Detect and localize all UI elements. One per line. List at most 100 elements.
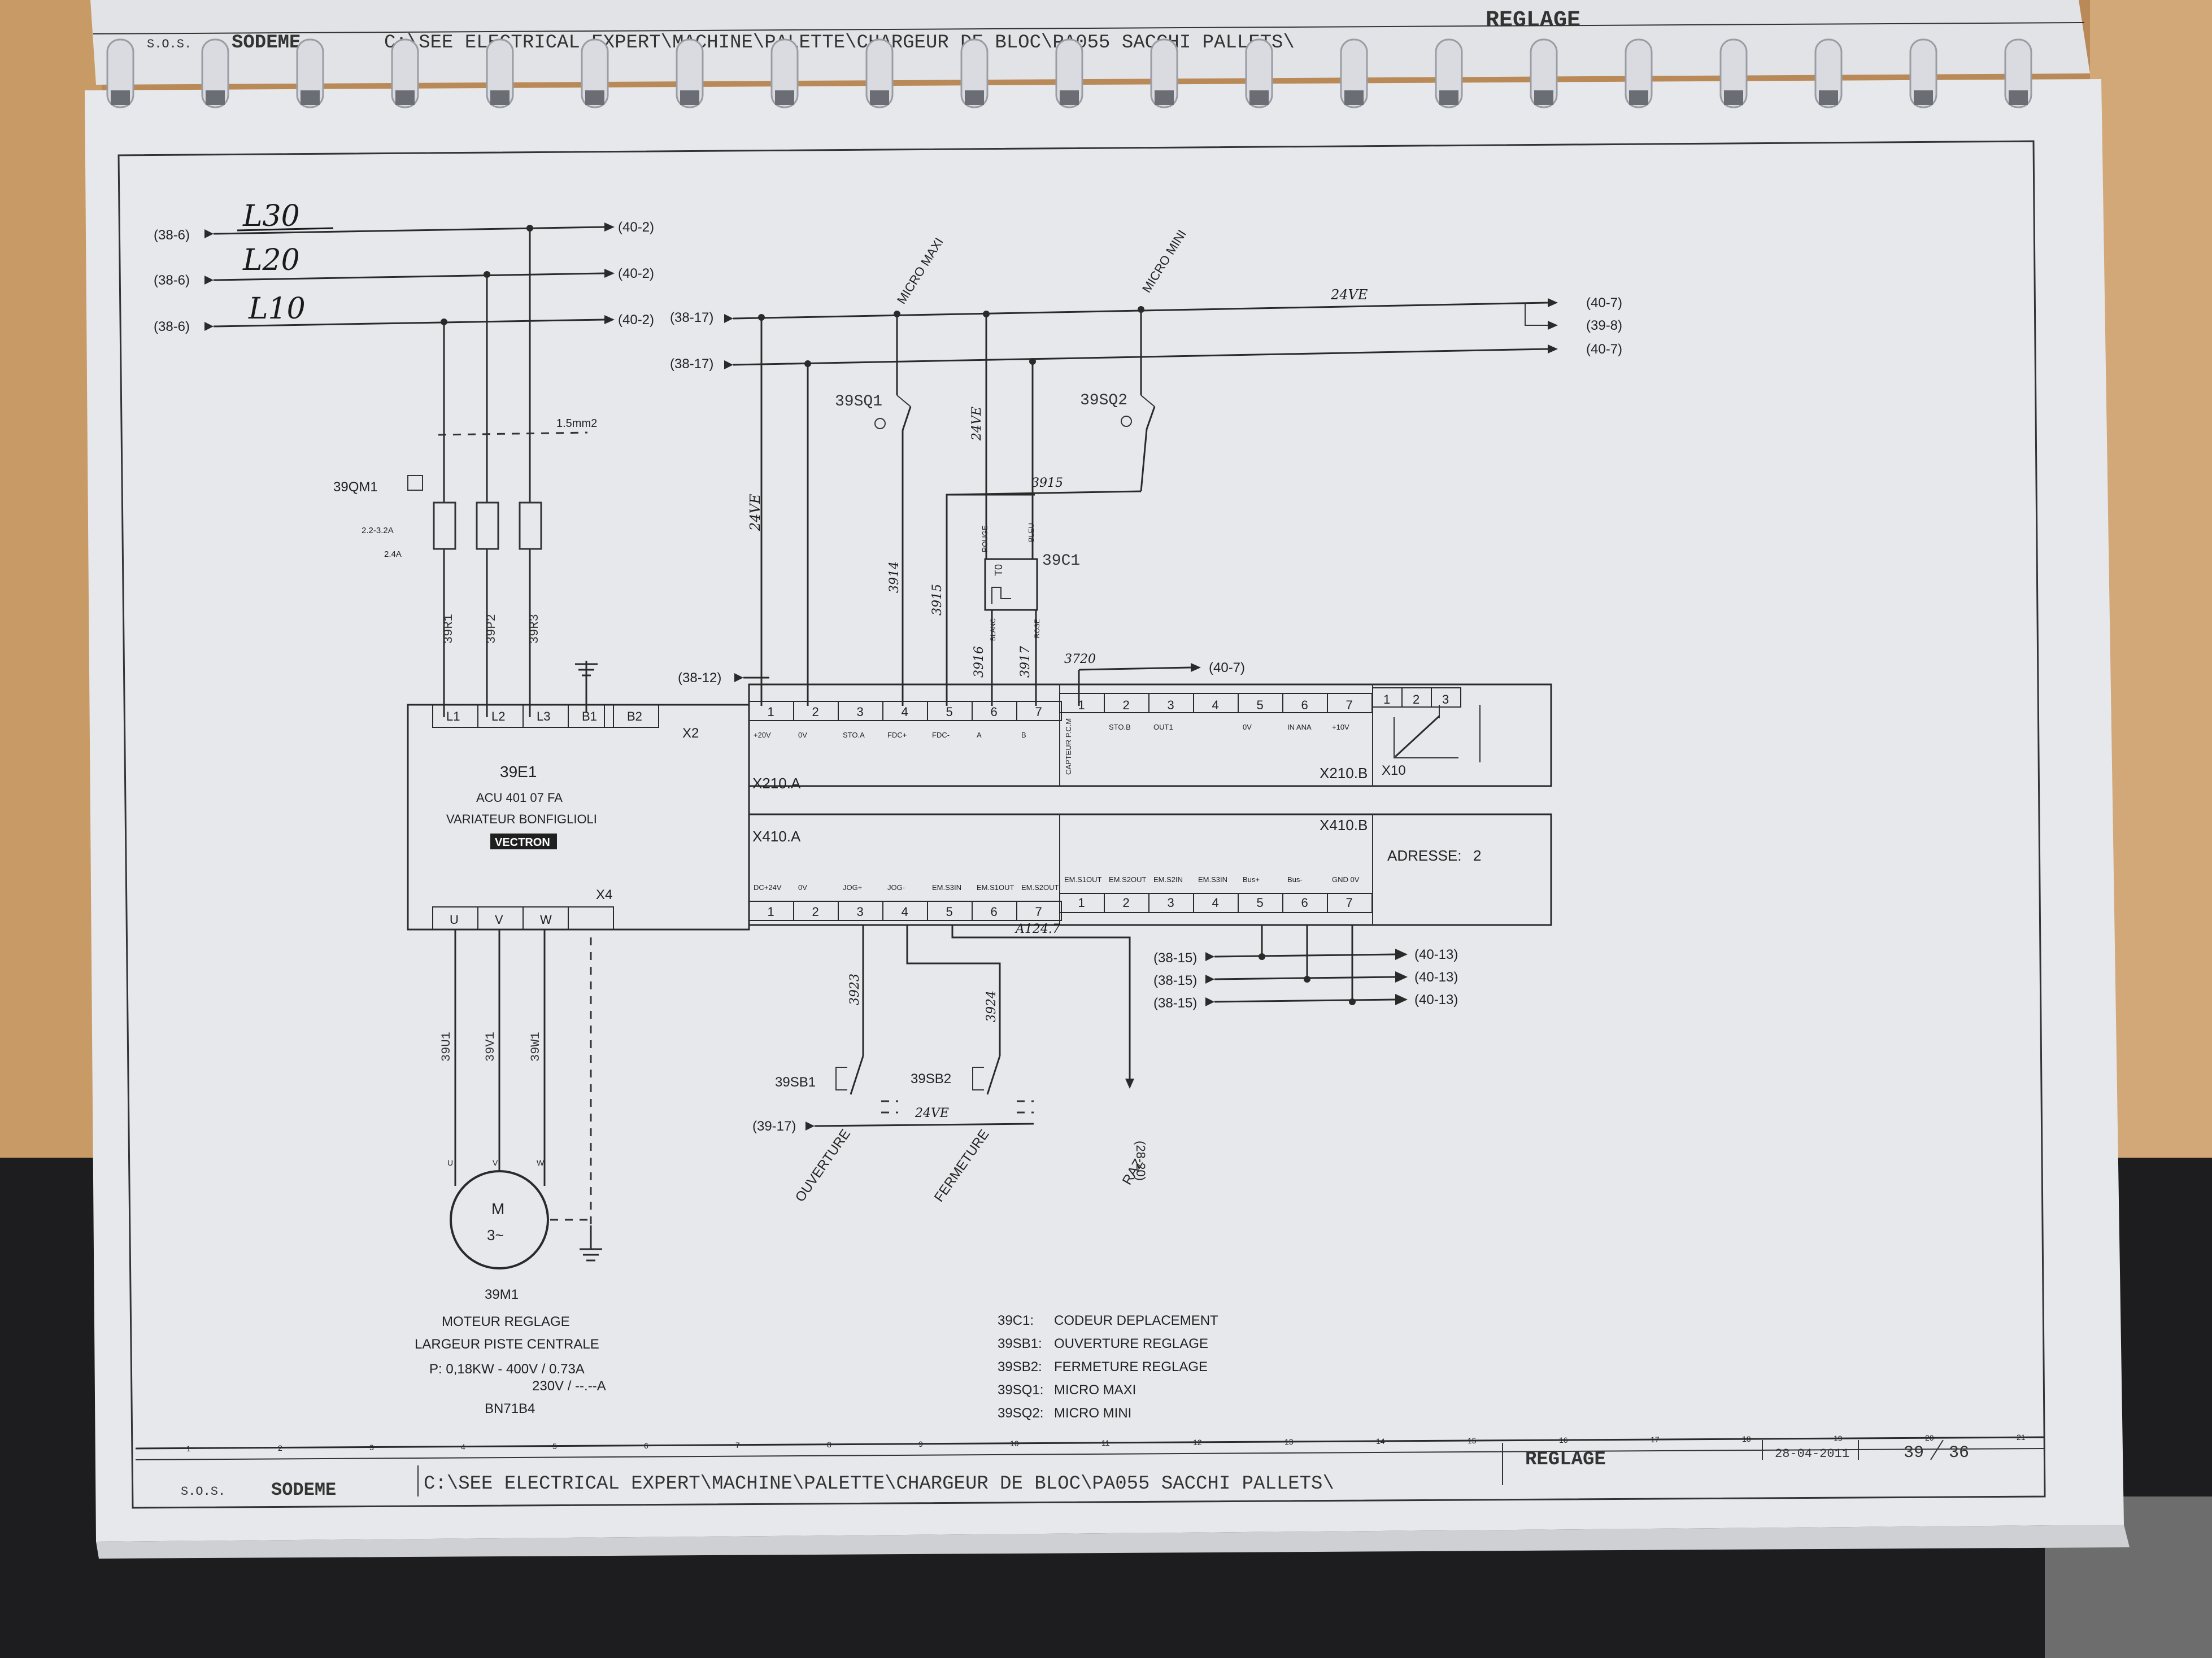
terminal-box [1016, 701, 1062, 721]
binding-hole [2009, 90, 2028, 105]
wire-39p2: 39P2 [485, 614, 499, 644]
terminal-number: 4 [1212, 698, 1219, 712]
terminal-label: Bus+ [1243, 875, 1260, 884]
x210a-label: X210.A [752, 775, 801, 792]
spiral-binding [106, 38, 2032, 108]
encoder-bleu: BLEU [1027, 523, 1035, 542]
ref-38-15-a: (38-15) [1153, 950, 1197, 966]
column-number: 3 [369, 1443, 374, 1452]
binding-hole [1914, 90, 1933, 105]
ref-38-6-a: (38-6) [154, 228, 190, 243]
x410-block [748, 813, 1552, 926]
wire-3915-bridge [946, 490, 1142, 496]
column-number: 9 [918, 1439, 923, 1448]
binding-hole [870, 90, 889, 105]
terminal-number: 1 [1383, 692, 1390, 706]
arrow-bus-out-2 [1395, 971, 1408, 983]
output-terminal-label: W [540, 913, 552, 927]
ref-39-8: (39-8) [1586, 318, 1622, 333]
wire-24ve-drop: 24VE [747, 494, 763, 531]
column-number: 14 [1376, 1437, 1385, 1446]
terminal-label: OUT1 [1153, 723, 1173, 731]
date: 28-04-2011 [1775, 1447, 1849, 1461]
column-number: 19 [1834, 1434, 1843, 1443]
ref-40-13-c: (40-13) [1414, 992, 1458, 1007]
column-number: 17 [1651, 1435, 1660, 1444]
ref-40-2-a: (40-2) [618, 220, 654, 235]
arrow-3720 [1191, 663, 1201, 672]
drive-brand: VECTRON [495, 836, 550, 849]
bus-line-3 [1214, 998, 1396, 1003]
legend-text: OUVERTURE REGLAGE [1054, 1336, 1208, 1351]
wire-39r3: 39R3 [528, 614, 542, 644]
wire-3924-label: 3924 [985, 991, 999, 1022]
sq2-lower-wire [1140, 429, 1148, 492]
terminal-label: 0V [798, 883, 807, 892]
terminal-number: 5 [946, 905, 953, 919]
x10-contact-blade [1394, 715, 1440, 758]
wire-24ve-buttons-label: 24VE [915, 1106, 949, 1120]
bus-label-24ve: 24VE [1330, 287, 1368, 303]
motor-w: W [537, 1158, 545, 1167]
terminal-number: 4 [1212, 896, 1219, 910]
back-section: REGLAGE [1486, 8, 1580, 33]
node-c1-bleu [1029, 358, 1036, 365]
node-sq1 [894, 311, 900, 317]
breaker-label: 39QM1 [333, 479, 378, 495]
column-number: 6 [644, 1441, 648, 1450]
wire-3914-label: 3914 [887, 561, 902, 593]
company-name: SODEME [271, 1480, 336, 1500]
ref-40-13-a: (40-13) [1414, 947, 1458, 962]
terminal-number: 4 [902, 705, 908, 719]
terminal-number: 1 [1078, 698, 1085, 712]
sq1-contact-a [896, 395, 911, 407]
terminal-box [1016, 901, 1062, 921]
sq2-contact-blade [1146, 406, 1156, 430]
terminal-number: 3 [1442, 692, 1449, 706]
terminal-number: 6 [991, 705, 998, 719]
motor-u: U [447, 1158, 453, 1167]
wire-3917-label: 3917 [1018, 646, 1033, 678]
terminal-number: 7 [1035, 705, 1042, 719]
terminal-number: 5 [1257, 896, 1264, 910]
arrow-l10-out [604, 315, 615, 324]
breaker-handle-icon [407, 475, 423, 491]
wire-l20 [213, 272, 605, 281]
terminal-number: 3 [857, 705, 864, 719]
binding-hole [206, 90, 225, 105]
x210b-label: X210.B [1320, 765, 1368, 782]
breaker-pole-1 [433, 501, 456, 550]
terminal-label: EM.S3IN [932, 883, 961, 892]
binding-hole [775, 90, 794, 105]
arrow-raz [1125, 1079, 1134, 1089]
ref-28-20: (28-20) [1134, 1141, 1148, 1181]
ref-40-2-b: (40-2) [618, 266, 654, 281]
sq2-contact-a [1140, 395, 1155, 407]
back-company-prefix: S.O.S. [147, 37, 191, 51]
x210-block [748, 683, 1552, 787]
terminal-number: 7 [1346, 698, 1353, 712]
x410b-terminals: 1EM.S1OUT2EM.S2OUT3EM.S2IN4EM.S3IN5Bus+6… [1059, 875, 1373, 913]
motor-type: BN71B4 [485, 1401, 535, 1416]
sb2-button-icon [972, 1067, 984, 1090]
sq1-actuator-icon [874, 418, 886, 429]
arrow-l10-in [204, 322, 214, 331]
terminal-label: EM.S2OUT [1109, 875, 1147, 884]
column-number: 4 [461, 1442, 465, 1451]
x410a-terminals: 1DC+24V20V3JOG+4JOG-5EM.S3IN6EM.S1OUT7EM… [748, 883, 1062, 921]
file-path: C:\SEE ELECTRICAL EXPERT\MACHINE\PALETTE… [424, 1473, 1334, 1495]
x4-label: X4 [596, 887, 612, 902]
wire-39w1: 39W1 [529, 1032, 543, 1062]
terminal-number: 2 [1123, 698, 1130, 712]
binding-hole [1155, 90, 1174, 105]
terminal-label: STO.A [843, 731, 865, 739]
terminal-label: 0V [798, 731, 807, 739]
terminal-label: EM.S1OUT [977, 883, 1014, 892]
terminal-number: 3 [857, 905, 864, 919]
breaker-range: 2.2-3.2A [362, 526, 394, 535]
terminal-label: DC+24V [754, 883, 782, 892]
